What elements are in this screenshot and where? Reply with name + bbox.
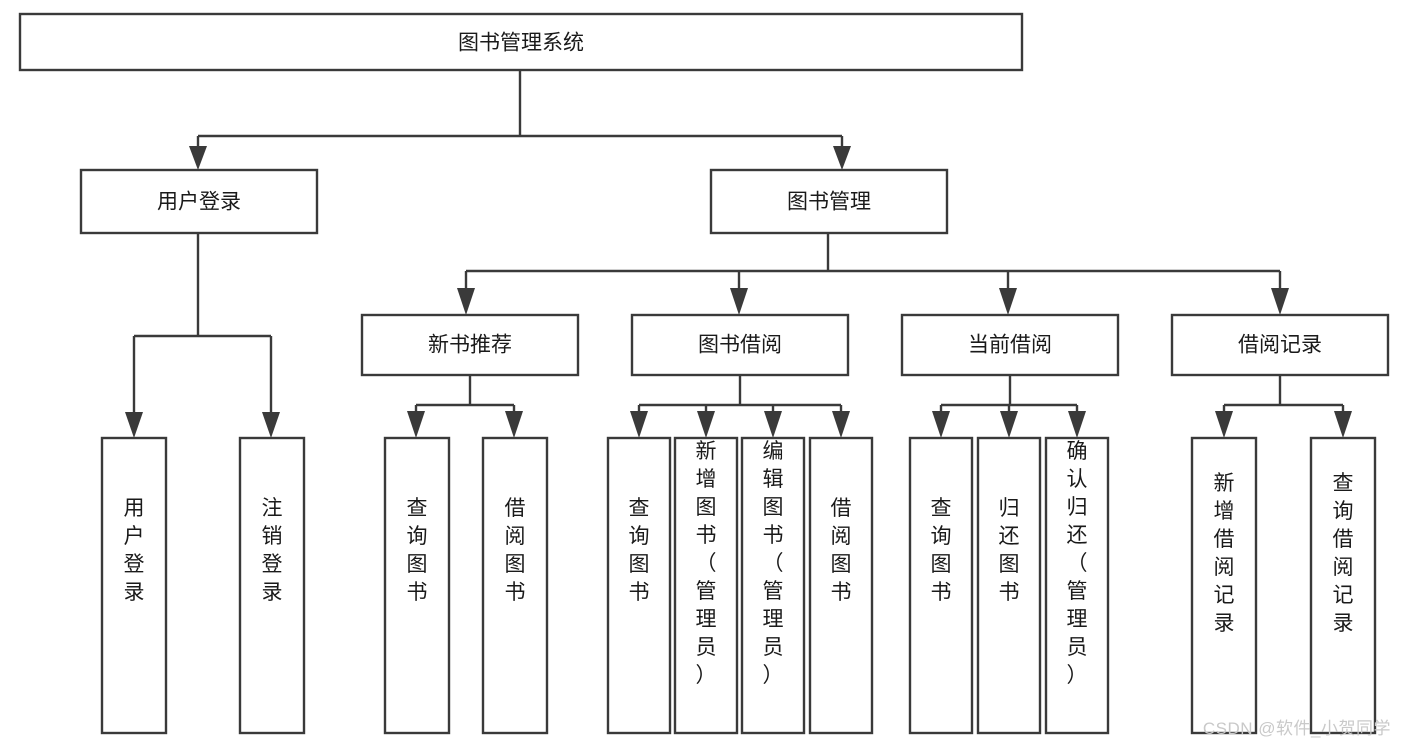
node-leaf-query-book-recommend[interactable]: 查询图书 [383,436,451,735]
node-leaf-user-login-label: 用户登录 [124,497,145,604]
node-leaf-borrow-book[interactable]: 借阅图书 [808,436,874,735]
node-new-book-recommend-box [360,313,580,377]
node-leaf-query-borrow-record-label: 查询借阅记录 [1333,472,1354,635]
node-leaf-borrow-book-recommend-box [481,436,549,735]
arrow-head-icon [999,288,1017,315]
connector-bookborrow-to-leaves [630,375,850,438]
arrow-head-icon [457,288,475,315]
arrow-head-icon [1271,288,1289,315]
node-new-book-recommend-label: 新书推荐 [428,334,512,357]
arrow-head-icon [1334,411,1352,438]
node-leaf-logout-label: 注销登录 [262,497,283,604]
node-leaf-logout[interactable]: 注销登录 [238,436,306,735]
node-book-management-label: 图书管理 [787,191,871,214]
node-leaf-query-borrow-record[interactable]: 查询借阅记录 [1309,436,1377,735]
arrow-head-icon [262,412,280,438]
node-leaf-borrow-book-recommend[interactable]: 借阅图书 [481,436,549,735]
node-leaf-return-book-label: 归还图书 [999,497,1020,604]
node-book-management[interactable]: 图书管理 [709,168,949,235]
node-current-borrow-label: 当前借阅 [968,334,1052,357]
node-leaf-query-book-borrow-label: 查询图书 [629,497,650,604]
node-leaf-return-book[interactable]: 归还图书 [976,436,1042,735]
arrow-head-icon [189,146,207,170]
connector-userlogin-to-leaves [125,233,280,438]
node-leaf-edit-book-box [740,436,806,735]
node-leaf-return-book-box [976,436,1042,735]
node-book-borrow-box [630,313,850,377]
node-borrow-records[interactable]: 借阅记录 [1170,313,1390,377]
node-book-borrow-label: 图书借阅 [698,334,782,357]
node-new-book-recommend[interactable]: 新书推荐 [360,313,580,377]
node-borrow-records-label: 借阅记录 [1238,334,1322,357]
node-root-system[interactable]: 图书管理系统 [18,12,1024,72]
connector-borrowrecords-to-leaves [1215,375,1352,438]
node-leaf-query-book-recommend-label: 查询图书 [407,497,428,604]
node-leaf-query-book-current-box [908,436,974,735]
node-current-borrow[interactable]: 当前借阅 [900,313,1120,377]
node-leaf-borrow-book-box [808,436,874,735]
connector-currentborrow-to-leaves [932,375,1086,438]
node-leaf-confirm-return-box [1044,436,1110,735]
node-borrow-records-box [1170,313,1390,377]
node-leaf-logout-box [238,436,306,735]
node-leaf-add-borrow-record-box [1190,436,1258,735]
node-leaf-user-login[interactable]: 用户登录 [100,436,168,735]
node-current-borrow-box [900,313,1120,377]
node-leaf-query-book-current-label: 查询图书 [931,497,952,604]
arrow-head-icon [1000,411,1018,438]
node-book-borrow[interactable]: 图书借阅 [630,313,850,377]
node-leaf-edit-book-label: 编辑图书（管理员） [763,440,784,687]
node-leaf-confirm-return-label: 确认归还（管理员） [1067,440,1088,687]
arrow-head-icon [932,411,950,438]
arrow-head-icon [1068,411,1086,438]
node-leaf-add-book-box [673,436,739,735]
node-user-login-box [79,168,319,235]
arrow-head-icon [764,411,782,438]
node-user-login[interactable]: 用户登录 [79,168,319,235]
connector-root-to-level2 [189,70,851,170]
arrow-head-icon [125,412,143,438]
node-leaf-borrow-book-label: 借阅图书 [831,497,852,604]
connector-bookmgmt-to-level3 [457,233,1289,315]
node-root-box [18,12,1024,72]
csdn-watermark: CSDN @软件_小贺同学 [1202,719,1391,738]
node-leaf-user-login-box [100,436,168,735]
node-leaf-add-borrow-record-label: 新增借阅记录 [1214,472,1235,635]
node-root-label: 图书管理系统 [458,32,584,55]
node-leaf-add-borrow-record[interactable]: 新增借阅记录 [1190,436,1258,735]
arrow-head-icon [630,411,648,438]
node-leaf-edit-book[interactable]: 编辑图书（管理员） [740,436,806,735]
node-leaf-add-book[interactable]: 新增图书（管理员） [673,436,739,735]
node-leaf-query-book-borrow-box [606,436,672,735]
node-leaf-query-book-recommend-box [383,436,451,735]
node-leaf-query-book-borrow[interactable]: 查询图书 [606,436,672,735]
node-leaf-confirm-return[interactable]: 确认归还（管理员） [1044,436,1110,735]
arrow-head-icon [730,288,748,315]
arrow-head-icon [697,411,715,438]
node-user-login-label: 用户登录 [157,191,241,214]
arrow-head-icon [832,411,850,438]
node-leaf-add-book-label: 新增图书（管理员） [696,440,717,687]
node-leaf-borrow-book-recommend-label: 借阅图书 [505,497,526,604]
arrow-head-icon [505,411,523,438]
node-leaf-query-book-current[interactable]: 查询图书 [908,436,974,735]
arrow-head-icon [407,411,425,438]
connector-newbook-to-leaves [407,375,523,438]
arrow-head-icon [833,146,851,170]
arrow-head-icon [1215,411,1233,438]
node-leaf-query-borrow-record-box [1309,436,1377,735]
node-book-management-box [709,168,949,235]
